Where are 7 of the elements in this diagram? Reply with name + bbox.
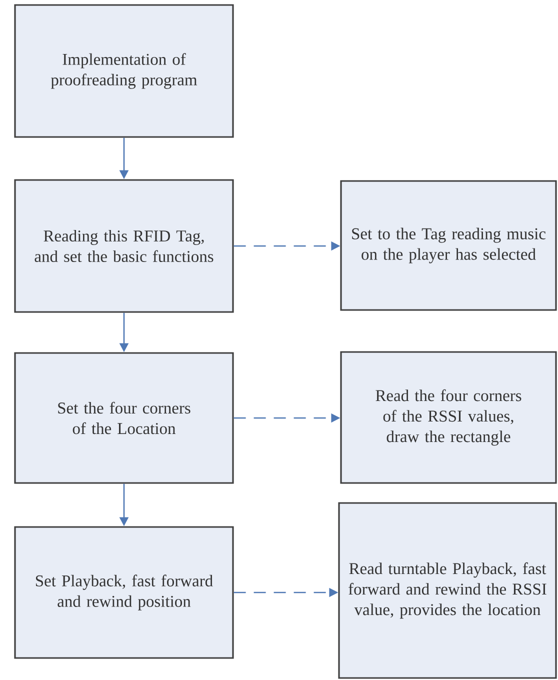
process-box: Implementation of proofreading program [14,4,234,138]
process-box: Set Playback, fast forward and rewind position [14,526,234,659]
process-box: Set the four corners of the Location [14,352,234,484]
process-box: Reading this RFID Tag, and set the basic functions [14,179,234,313]
process-box: Set to the Tag reading music on the player has selected [340,180,557,311]
process-box: Read the four corners of the RSSI values, draw the rectangle [340,351,557,484]
process-box: Read turntable Playback, fast forward and rewind the RSSI value, provides the location [338,502,557,679]
